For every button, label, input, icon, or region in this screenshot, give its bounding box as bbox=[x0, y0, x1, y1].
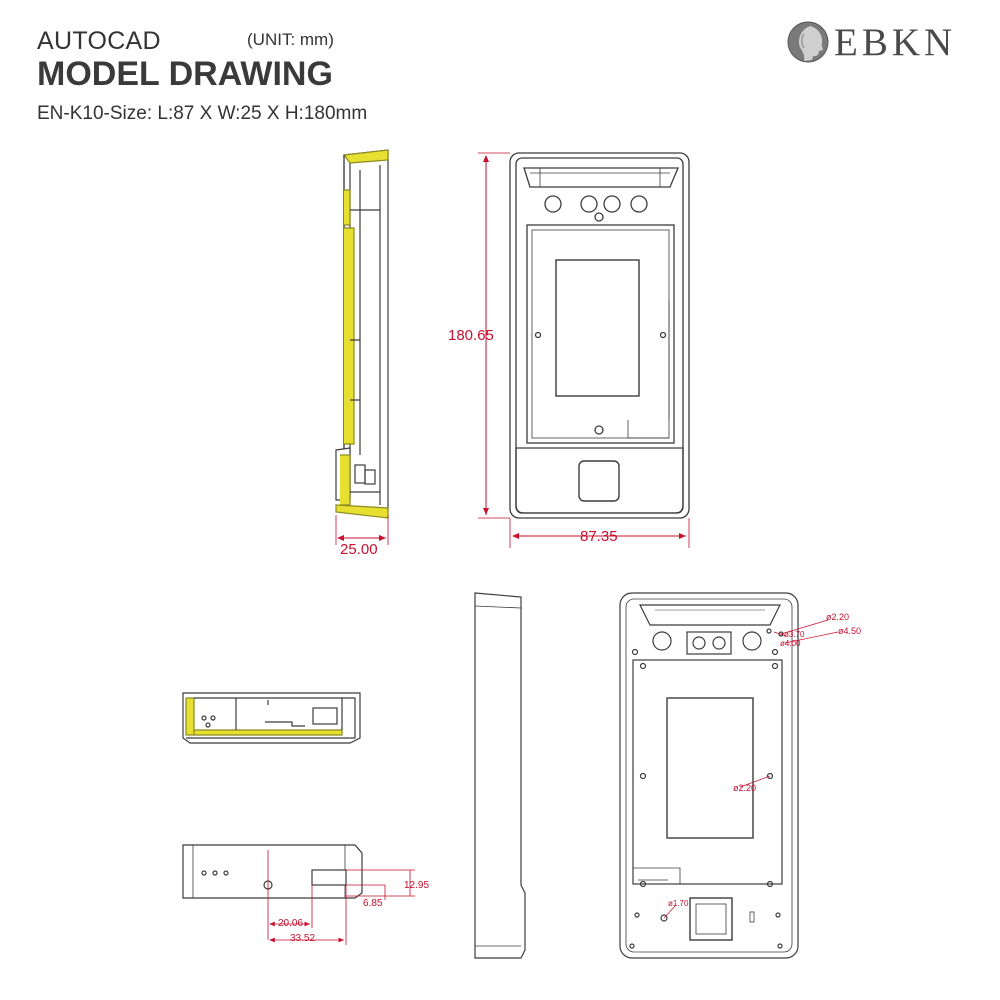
drawing-header: AUTOCAD (UNIT: mm) MODEL DRAWING EN-K10-… bbox=[0, 0, 1000, 140]
hole-label-4: ø4.00 bbox=[780, 639, 801, 648]
size-label: EN-K10-Size: L:87 X W:25 X H:180mm bbox=[37, 103, 368, 124]
bottom-label-a: 20.06 bbox=[278, 918, 303, 929]
back-view bbox=[619, 592, 799, 959]
bottom-label-b: 33.52 bbox=[290, 933, 315, 944]
brand-logo-text: EBKN bbox=[834, 21, 957, 64]
bottom-dimensions bbox=[267, 850, 415, 945]
unit-label: (UNIT: mm) bbox=[247, 30, 334, 49]
top-view bbox=[182, 692, 361, 744]
narrow-side-view bbox=[474, 592, 526, 959]
height-label: 180.65 bbox=[448, 327, 494, 344]
bottom-label-d: 12.95 bbox=[404, 880, 429, 891]
brand-logo: EBKN bbox=[786, 18, 991, 66]
back-view-leaders bbox=[663, 619, 839, 919]
depth-label: 25.00 bbox=[340, 541, 378, 558]
hole-label-5: ø2.20 bbox=[733, 783, 756, 793]
depth-dimension bbox=[335, 515, 389, 545]
height-dimension bbox=[478, 152, 510, 519]
hole-label-2: ø4.50 bbox=[838, 626, 861, 636]
hole-label-1: ø2.20 bbox=[826, 612, 849, 622]
bottom-view bbox=[182, 844, 363, 899]
hole-label-6: ø1.70 bbox=[668, 899, 689, 908]
app-label: AUTOCAD bbox=[37, 27, 161, 55]
bottom-label-c: 6.85 bbox=[363, 898, 383, 909]
head-profile-logo-icon bbox=[787, 21, 829, 63]
width-label: 87.35 bbox=[580, 528, 618, 545]
width-dimension bbox=[509, 518, 690, 548]
front-view bbox=[509, 152, 690, 519]
page-title: MODEL DRAWING bbox=[37, 55, 333, 93]
side-view bbox=[335, 149, 389, 519]
hole-label-3: ø3.70 bbox=[784, 630, 805, 639]
